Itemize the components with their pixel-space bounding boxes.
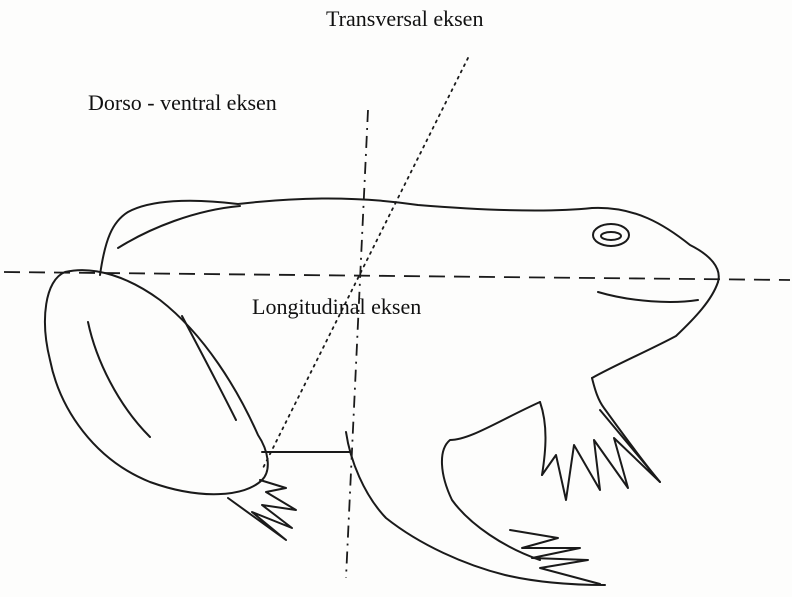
frog-thigh-crease [88, 322, 150, 437]
frog-hump-line [118, 206, 240, 248]
dorsoventral-axis-line [346, 110, 368, 578]
frog-hind-foot [228, 480, 296, 540]
frog-front-foot [510, 530, 600, 584]
frog-jaw-outline [592, 282, 718, 378]
transversal-axis-label: Transversal eksen [326, 6, 483, 31]
frog-thigh-outline [45, 270, 268, 494]
frog-inner-leg-line [346, 432, 605, 585]
frog-body [100, 198, 719, 585]
frog-mouth [598, 292, 698, 302]
frog-front-leg [510, 378, 660, 584]
frog-eye [593, 224, 629, 246]
frog-eye-pupil [601, 232, 621, 240]
frog-thigh-crease-2 [182, 316, 236, 420]
frog-front-hand [542, 410, 660, 500]
dorsoventral-axis-label: Dorso - ventral eksen [88, 90, 277, 115]
transversal-axis-line [262, 58, 468, 470]
frog-belly-outline [442, 402, 540, 560]
longitudinal-axis-label: Longitudinal eksen [252, 294, 421, 319]
